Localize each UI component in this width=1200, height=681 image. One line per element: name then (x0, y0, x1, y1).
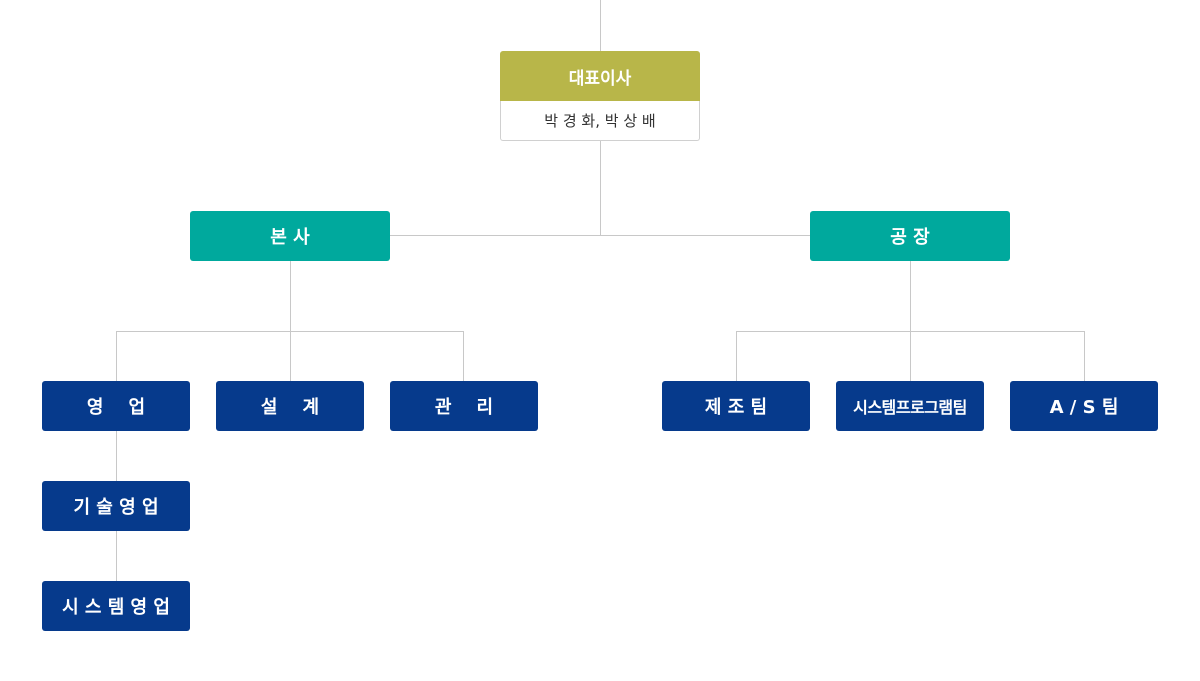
team-after-service: A / S 팀 (1010, 381, 1158, 431)
team-management: 관 리 (390, 381, 538, 431)
ceo-title-box: 대표이사 (500, 51, 700, 101)
connector-line (116, 331, 117, 381)
connector-line (910, 261, 911, 381)
team-sales: 영 업 (42, 381, 190, 431)
team-system-program: 시스템프로그램팀 (836, 381, 984, 431)
connector-line (290, 261, 291, 381)
connector-line (1084, 331, 1085, 381)
ceo-names: 박 경 화, 박 상 배 (500, 101, 700, 141)
connector-line (390, 235, 810, 236)
connector-line (116, 331, 464, 332)
connector-line (600, 0, 601, 51)
connector-line (463, 331, 464, 381)
connector-line (736, 331, 1085, 332)
subteam-technical-sales: 기 술 영 업 (42, 481, 190, 531)
department-headquarters: 본 사 (190, 211, 390, 261)
department-factory: 공 장 (810, 211, 1010, 261)
connector-line (116, 531, 117, 581)
connector-line (116, 431, 117, 481)
team-manufacturing: 제 조 팀 (662, 381, 810, 431)
connector-line (600, 141, 601, 236)
subteam-system-sales: 시 스 템 영 업 (42, 581, 190, 631)
connector-line (736, 331, 737, 381)
team-design: 설 계 (216, 381, 364, 431)
